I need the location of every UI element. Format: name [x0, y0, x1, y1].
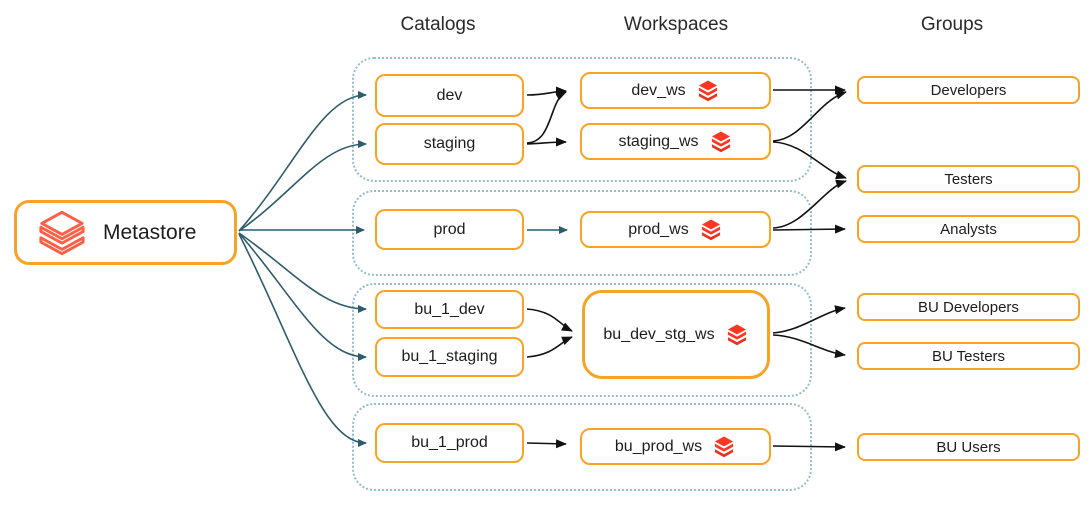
- workspace-prod-ws: prod_ws: [580, 211, 771, 248]
- group-label: BU Developers: [918, 298, 1019, 316]
- workspace-label: bu_dev_stg_ws: [603, 325, 715, 343]
- catalog-label: bu_1_dev: [414, 300, 485, 318]
- catalog-label: bu_1_prod: [411, 434, 488, 451]
- databricks-icon: [712, 435, 736, 458]
- group-label: BU Users: [936, 438, 1001, 456]
- group-bu-users: BU Users: [857, 433, 1080, 461]
- metastore-label: Metastore: [103, 220, 197, 244]
- catalog-bu-1-dev: bu_1_dev: [375, 290, 524, 329]
- catalog-staging: staging: [375, 123, 524, 165]
- group-bu-developers: BU Developers: [857, 293, 1080, 321]
- catalog-prod: prod: [375, 209, 524, 250]
- workspace-bu-prod-ws: bu_prod_ws: [580, 428, 771, 465]
- databricks-icon: [709, 130, 733, 153]
- workspace-label: dev_ws: [631, 81, 686, 99]
- column-header-groups: Groups: [920, 14, 984, 35]
- workspace-bu-dev-stg-ws: bu_dev_stg_ws: [582, 290, 770, 379]
- group-testers: Testers: [857, 165, 1080, 193]
- group-label: Analysts: [940, 220, 997, 238]
- group-developers: Developers: [857, 76, 1080, 104]
- column-header-catalogs: Catalogs: [400, 14, 476, 35]
- catalog-label: staging: [423, 135, 476, 152]
- databricks-icon: [696, 79, 720, 102]
- workspace-label: prod_ws: [628, 220, 689, 238]
- workspace-dev-ws: dev_ws: [580, 72, 771, 109]
- catalog-dev: dev: [375, 74, 524, 117]
- catalog-label: prod: [433, 220, 466, 238]
- group-label: Developers: [930, 81, 1007, 99]
- column-header-workspaces: Workspaces: [623, 14, 729, 35]
- group-label: BU Testers: [931, 347, 1006, 365]
- databricks-outline-icon: [37, 209, 87, 257]
- workspace-staging-ws: staging_ws: [580, 123, 771, 160]
- databricks-icon: [725, 323, 749, 346]
- group-analysts: Analysts: [857, 215, 1080, 243]
- metastore-node: Metastore: [14, 200, 237, 265]
- databricks-icon: [699, 218, 723, 241]
- workspace-label: staging_ws: [618, 132, 699, 150]
- workspace-label: bu_prod_ws: [614, 437, 703, 455]
- catalog-bu-1-staging: bu_1_staging: [375, 337, 524, 377]
- catalog-label: dev: [436, 86, 463, 104]
- group-bu-testers: BU Testers: [857, 342, 1080, 370]
- catalog-label: bu_1_staging: [401, 348, 498, 365]
- catalog-bu-1-prod: bu_1_prod: [375, 423, 524, 463]
- group-label: Testers: [944, 170, 993, 188]
